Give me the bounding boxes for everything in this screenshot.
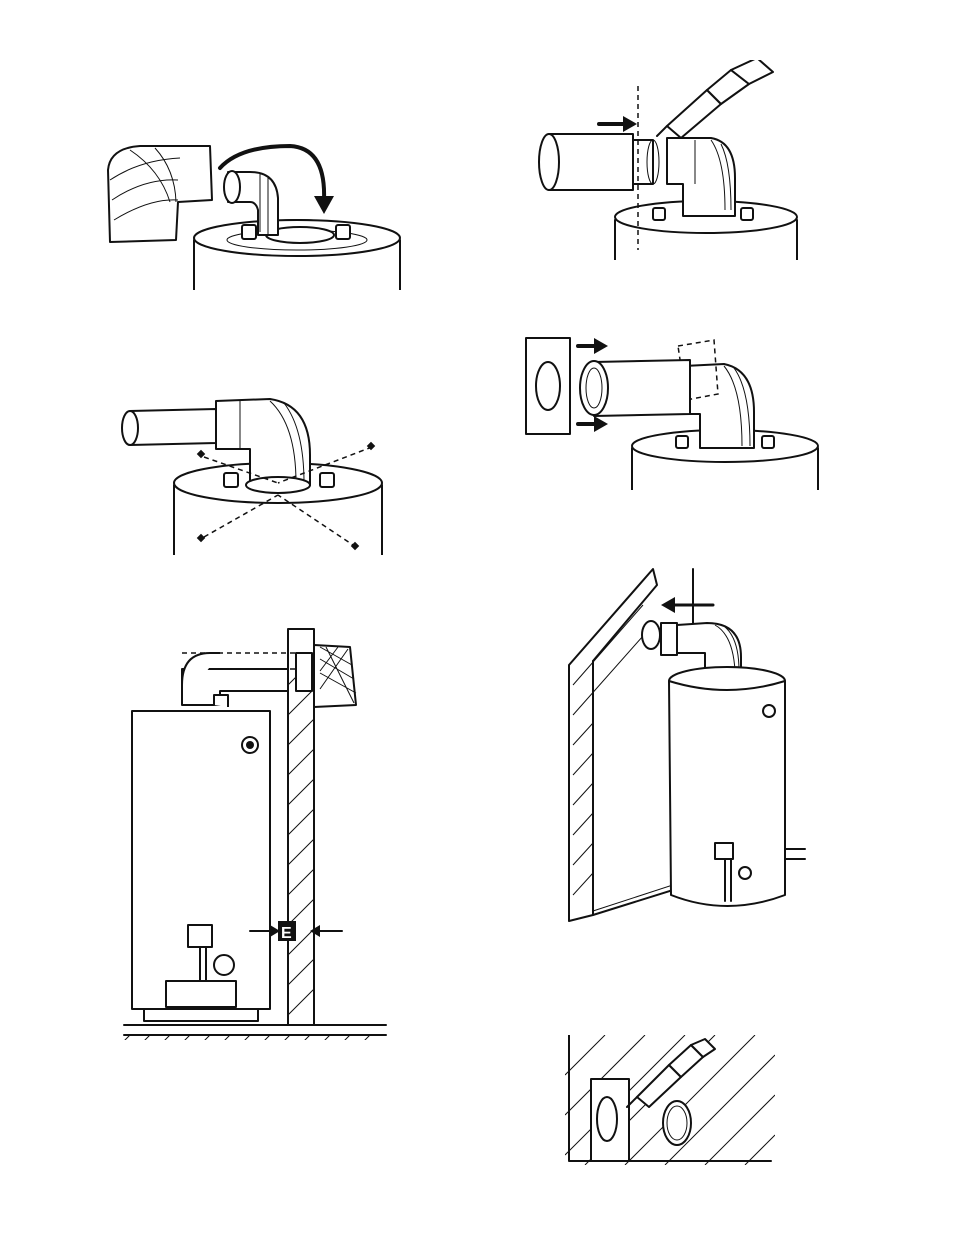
figure-wall-plate-alignment bbox=[520, 330, 825, 490]
figure-adapter-sealing bbox=[535, 60, 805, 260]
wall bbox=[569, 569, 657, 921]
gas-control bbox=[188, 925, 212, 947]
figure-wall-installation-perspective bbox=[565, 565, 820, 930]
dimension-label: E bbox=[281, 925, 292, 942]
figure-wall-sealing bbox=[565, 1035, 775, 1165]
figure-side-view-installation: E bbox=[120, 625, 390, 1040]
figure-vent-pipe-attached bbox=[120, 385, 390, 555]
figure-elbow-placement bbox=[100, 140, 410, 290]
